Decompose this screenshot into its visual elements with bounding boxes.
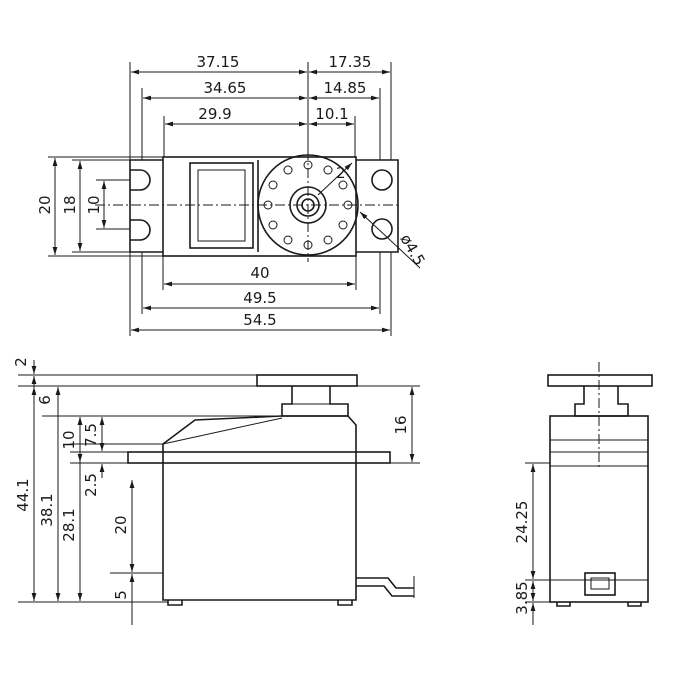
dim-16: 16: [392, 415, 410, 434]
right-bottom-hole: [371, 218, 393, 240]
dim-14-85: 14.85: [324, 79, 367, 97]
dim-29-9: 29.9: [198, 105, 231, 123]
dim-10-1: 10.1: [315, 105, 348, 123]
dim-54-5: 54.5: [243, 311, 276, 329]
top-view-flange: [129, 159, 399, 253]
dim-10-top: 10: [85, 195, 103, 214]
dim-5-side: 5: [112, 590, 130, 600]
end-hub: [574, 386, 629, 417]
dim-6-side: 6: [36, 395, 54, 405]
dim-20-side: 20: [112, 515, 130, 534]
dim-3-85: 3.85: [513, 581, 531, 614]
side-case: [162, 415, 357, 601]
dim-49-5: 49.5: [243, 289, 276, 307]
end-view: 24.25 3.85: [513, 362, 653, 625]
left-bottom-hole: [130, 219, 151, 241]
dim-24-25: 24.25: [513, 501, 531, 544]
top-view-body: [162, 156, 357, 257]
side-flange: [127, 451, 391, 464]
end-horn-disc: [547, 374, 653, 387]
dim-37-15: 37.15: [197, 53, 240, 71]
dim-10-side: 10: [60, 430, 78, 449]
dim-hole-dia: ø4.5: [397, 231, 429, 269]
top-view: 37.15 17.35 34.65 14.85 29.9 10.1 40 49.…: [36, 53, 429, 336]
horn-holes: [263, 160, 353, 250]
side-cable: [356, 577, 414, 597]
dim-2-5: 2.5: [82, 473, 100, 497]
dim-20-top: 20: [36, 195, 54, 214]
dim-40: 40: [250, 264, 269, 282]
dim-28-1: 28.1: [60, 508, 78, 541]
side-hub: [281, 386, 349, 417]
dim-38-1: 38.1: [38, 493, 56, 526]
left-top-hole: [130, 169, 151, 191]
dim-44-1: 44.1: [14, 478, 32, 511]
dim-2-side: 2: [12, 357, 30, 367]
dim-17-35: 17.35: [329, 53, 372, 71]
dim-2-radius: 2: [336, 164, 346, 182]
end-connector: [584, 572, 616, 596]
dim-34-65: 34.65: [204, 79, 247, 97]
side-view: 2 6 44.1 38.1 28.1 10 7.5 2.5 20 5 16: [12, 357, 420, 625]
right-top-hole: [371, 169, 393, 191]
dim-7-5: 7.5: [82, 423, 100, 447]
dim-18: 18: [61, 195, 79, 214]
side-horn-disc: [256, 374, 358, 387]
